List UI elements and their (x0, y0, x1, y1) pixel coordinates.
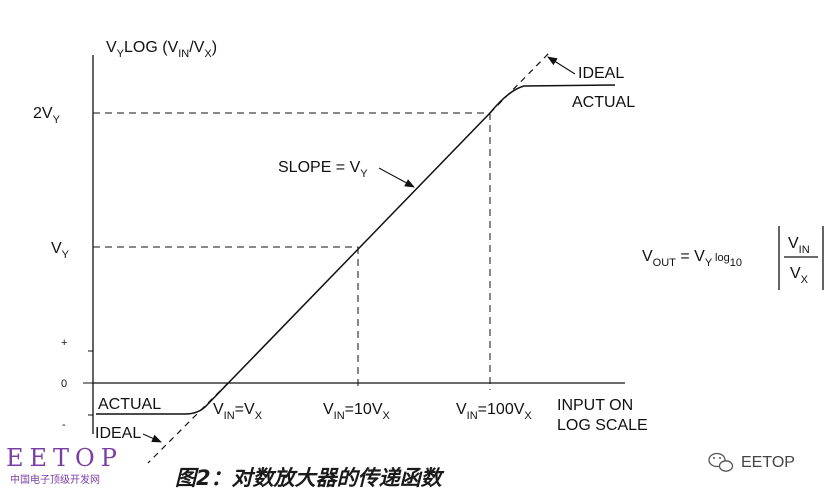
figure-caption: 图2：对数放大器的传递函数 (175, 466, 445, 490)
slope-arrow (378, 167, 415, 188)
x-axis-title-line1: INPUT ON (557, 397, 633, 414)
actual-label-bottom: ACTUAL (98, 396, 161, 413)
x-tick-label-10vx: VIN=10VX (323, 401, 390, 422)
slope-label: SLOPE = VY (278, 159, 368, 180)
y-tick-label-zero: 0 (61, 378, 67, 390)
ideal-bottom-arrow (142, 433, 162, 443)
equation-lhs: VOUT = VY log10 (642, 248, 742, 269)
x-axis-title-line2: LOG SCALE (557, 417, 648, 434)
wechat-icon (708, 452, 734, 472)
actual-transfer-curve (96, 84, 616, 415)
ideal-line-lower-extension (147, 382, 229, 464)
watermark-left-logo: EETOP (6, 444, 123, 472)
x-tick-label-vx: VIN=VX (213, 401, 263, 422)
y-tick-label-vy: VY (51, 240, 70, 261)
watermark-left-subtitle: 中国电子顶级开发网 (10, 473, 100, 486)
fraction-numerator: VIN (788, 235, 810, 256)
ideal-top-arrow (547, 56, 576, 75)
y-axis-title: VYLOG (VIN/VX) (106, 39, 217, 60)
ideal-label-top: IDEAL (578, 65, 624, 82)
y-tick-label-2vy: 2VY (33, 105, 61, 126)
fraction-denominator: VX (790, 265, 809, 286)
transfer-equation: VOUT = VY log10 VIN VX (642, 226, 824, 290)
actual-label-top: ACTUAL (572, 94, 635, 111)
y-sign-plus: + (61, 337, 67, 349)
ideal-label-bottom: IDEAL (95, 425, 141, 442)
watermark-right: EETOP (741, 454, 795, 471)
y-sign-minus: - (62, 419, 66, 431)
x-tick-label-100vx: VIN=100VX (456, 401, 532, 422)
